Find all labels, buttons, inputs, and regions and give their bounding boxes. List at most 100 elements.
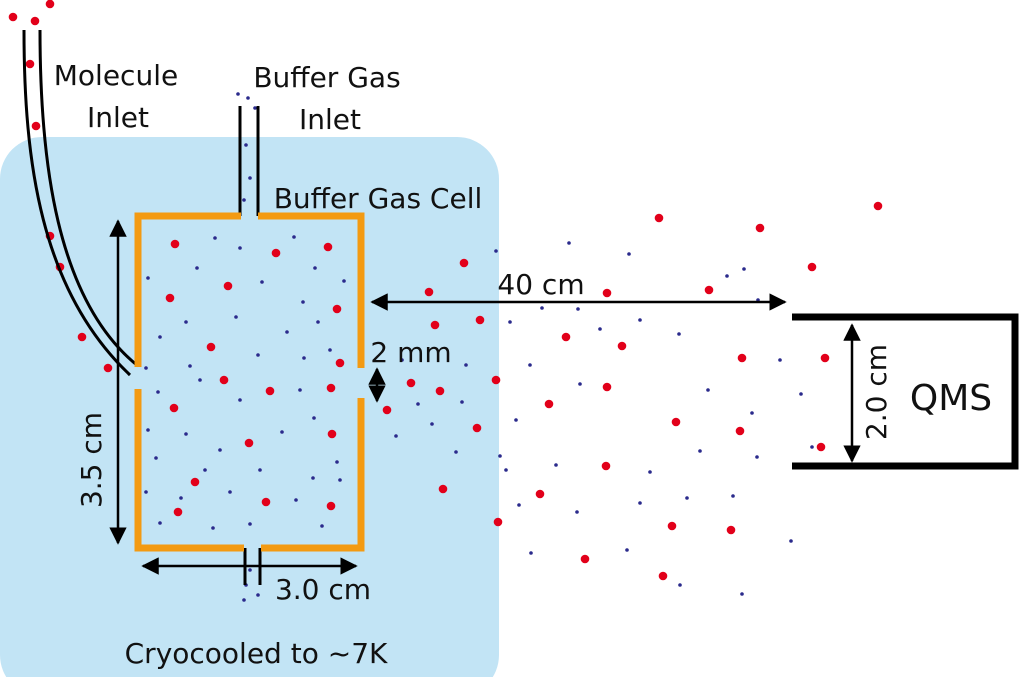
- buffer-gas-particle: [298, 388, 302, 392]
- buffer-gas-particle: [203, 468, 207, 472]
- buffer-gas-particle: [648, 470, 652, 474]
- cryocooled-region: [0, 137, 499, 677]
- buffer-gas-particle: [335, 460, 339, 464]
- qms-aperture-label: 2.0 cm: [860, 344, 893, 440]
- molecule-particle: [327, 429, 337, 439]
- molecule-particle: [475, 315, 485, 325]
- buffer-gas-particle: [638, 501, 642, 505]
- molecule-particle: [170, 239, 180, 249]
- buffer-gas-particle: [498, 454, 502, 458]
- cell-height-label: 3.5 cm: [75, 412, 108, 508]
- molecule-inlet-tube: [22, 29, 139, 377]
- cell-wall-bottom-left: [134, 389, 244, 552]
- molecule-particle: [472, 423, 482, 433]
- molecule-particle: [169, 403, 179, 413]
- buffer-gas-particle: [464, 363, 468, 367]
- buffer-gas-particle: [677, 332, 681, 336]
- molecule-particle: [816, 442, 826, 452]
- molecule-particle: [103, 363, 113, 373]
- distance-label: 40 cm: [497, 268, 584, 301]
- buffer-gas-particle: [576, 307, 580, 311]
- buffer-gas-particle: [810, 445, 814, 449]
- buffer-gas-inlet-tube: [238, 106, 260, 216]
- buffer-gas-particle: [302, 356, 306, 360]
- molecule-particle: [667, 521, 677, 531]
- buffer-gas-particle: [575, 510, 579, 514]
- molecule-particle: [580, 554, 590, 564]
- buffer-gas-particle: [211, 526, 215, 530]
- molecule-particle: [335, 358, 345, 368]
- buffer-gas-particle: [554, 463, 558, 467]
- buffer-gas-particle: [184, 320, 188, 324]
- molecule-particle: [424, 287, 434, 297]
- buffer-gas-particle: [529, 551, 533, 555]
- molecule-particle: [261, 497, 271, 507]
- molecule-particle: [654, 213, 664, 223]
- buffer-gas-particle: [195, 266, 199, 270]
- buffer-gas-particle: [238, 398, 242, 402]
- molecule-particle: [671, 417, 681, 427]
- buffer-gas-particle: [242, 598, 246, 602]
- molecule-particle: [219, 375, 229, 385]
- buffer-gas-particle: [740, 592, 744, 596]
- molecule-particle: [323, 242, 333, 252]
- buffer-gas-particle: [258, 468, 262, 472]
- buffer-gas-particle: [154, 456, 158, 460]
- buffer-gas-particle: [508, 320, 512, 324]
- buffer-gas-particle: [504, 468, 508, 472]
- buffer-gas-particle: [236, 92, 240, 96]
- buffer-gas-particle: [198, 378, 202, 382]
- buffer-gas-inlet-label-line1: Buffer Gas: [253, 61, 400, 94]
- molecule-inlet-wall-outer: [22, 29, 132, 377]
- molecule-particle: [8, 12, 18, 22]
- molecule-particle: [735, 426, 745, 436]
- buffer-gas-particle: [540, 306, 544, 310]
- buffer-gas-particle: [218, 448, 222, 452]
- buffer-gas-particle: [750, 411, 754, 415]
- buffer-gas-particle: [698, 449, 702, 453]
- molecule-particle: [561, 332, 571, 342]
- molecule-particle: [165, 293, 175, 303]
- buffer-gas-cell: [134, 212, 365, 552]
- buffer-gas-cell-label: Buffer Gas Cell: [274, 182, 483, 215]
- molecule-particle: [244, 438, 254, 448]
- buffer-gas-particle: [280, 430, 284, 434]
- cell-wall-top-left: [134, 212, 241, 367]
- buffer-gas-particle: [285, 330, 289, 334]
- buffer-gas-particle: [742, 267, 746, 271]
- buffer-gas-particle: [778, 358, 782, 362]
- molecule-particle: [382, 405, 392, 415]
- buffer-gas-particle: [725, 274, 729, 278]
- buffer-gas-particle: [158, 335, 162, 339]
- buffer-gas-particle: [238, 246, 242, 250]
- buffer-gas-particle: [454, 450, 458, 454]
- buffer-gas-particle: [494, 249, 498, 253]
- buffer-gas-particle: [228, 490, 232, 494]
- molecule-particle: [271, 248, 281, 258]
- molecule-particle: [544, 399, 554, 409]
- molecule-particle: [30, 16, 40, 26]
- molecule-particle: [459, 258, 469, 268]
- qms-box: [792, 313, 1019, 470]
- molecule-particle: [206, 342, 216, 352]
- buffer-gas-particle: [188, 364, 192, 368]
- buffer-gas-particle: [400, 358, 404, 362]
- molecule-particle: [265, 386, 275, 396]
- molecule-particle: [658, 571, 668, 581]
- buffer-gas-particle: [328, 348, 332, 352]
- molecule-particle: [190, 477, 200, 487]
- cell-width-label: 3.0 cm: [275, 573, 371, 606]
- buffer-gas-particle: [578, 382, 582, 386]
- molecule-inlet-label-line2: Inlet: [87, 101, 149, 134]
- buffer-gas-particle: [179, 496, 183, 500]
- molecule-particle: [326, 501, 336, 511]
- buffer-gas-particle: [312, 416, 316, 420]
- buffer-gas-particle: [256, 353, 260, 357]
- buffer-gas-particle: [294, 498, 298, 502]
- buffer-gas-particle: [184, 432, 188, 436]
- buffer-gas-particle: [706, 388, 710, 392]
- buffer-gas-particle: [144, 366, 148, 370]
- molecule-particle: [602, 382, 612, 392]
- particles-layer: [8, 0, 883, 602]
